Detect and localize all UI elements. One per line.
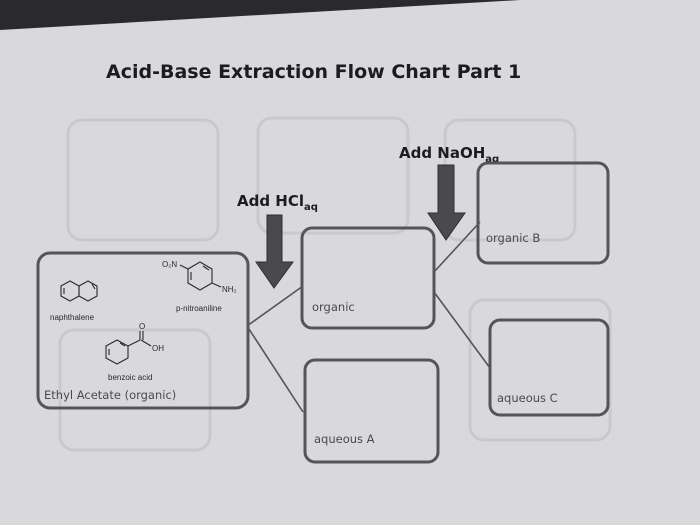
connector-lines: [246, 221, 491, 413]
starting-mixture-box: [36, 251, 250, 410]
start-box-label: Ethyl Acetate (organic): [44, 388, 176, 402]
benzoic-acid-structure-icon: [105, 331, 152, 365]
naphthalene-structure-icon: [60, 280, 98, 302]
aqueous-c-box-label: aqueous C: [497, 391, 558, 405]
aqueous-c-box: [488, 318, 610, 417]
nitro-group-label: O₂N: [162, 260, 177, 269]
organic-box-label: organic: [312, 300, 355, 314]
naoh-label: Add NaOHaq: [399, 144, 499, 165]
nitroaniline-structure-icon: [179, 261, 222, 291]
aqueous-a-box: [303, 358, 440, 464]
hydroxyl-group-label: OH: [152, 344, 164, 353]
aqueous-a-box-label: aqueous A: [314, 432, 375, 446]
organic-box: [300, 226, 436, 330]
benzoic-acid-label: benzoic acid: [108, 373, 152, 382]
nitroaniline-label: p-nitroaniline: [176, 304, 222, 313]
naphthalene-label: naphthalene: [50, 313, 95, 322]
amino-group-label: NH₂: [222, 285, 237, 294]
hcl-label: Add HClaq: [237, 192, 318, 213]
organic-b-box-label: organic B: [486, 231, 540, 245]
carbonyl-oxygen-label: O: [139, 322, 145, 331]
organic-b-box: [476, 161, 610, 265]
hcl-arrow-icon: [255, 214, 294, 289]
naoh-arrow-icon: [427, 164, 466, 241]
page-title: Acid-Base Extraction Flow Chart Part 1: [106, 61, 521, 83]
